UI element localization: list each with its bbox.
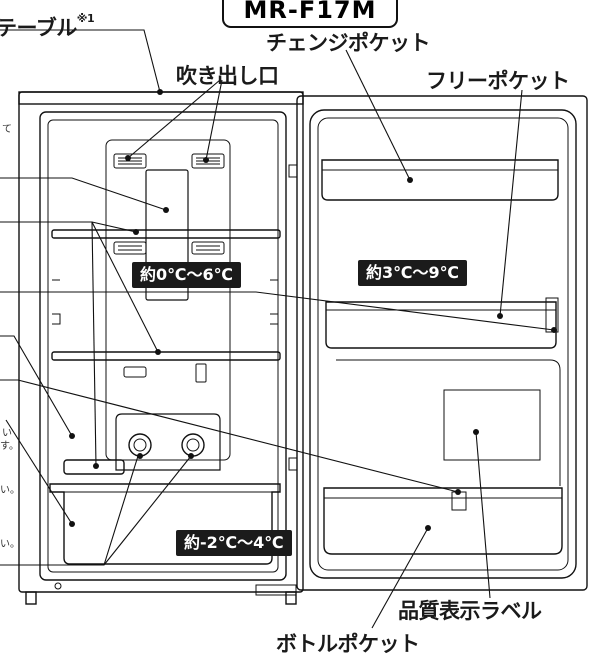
label-bottle-pocket: ボトルポケット bbox=[276, 632, 420, 656]
leader-vent-right bbox=[205, 79, 223, 161]
cabinet-inner bbox=[39, 111, 287, 581]
leader-bottle-pocket bbox=[371, 527, 429, 629]
door-outline bbox=[296, 95, 588, 591]
shelf-middle bbox=[51, 351, 281, 361]
temp-badge-upper: 約0℃〜6℃ bbox=[132, 262, 242, 288]
temp-badge-lower: 約-2℃〜4℃ bbox=[176, 530, 292, 556]
shelf-upper bbox=[51, 229, 281, 239]
model-name: MR-F17M bbox=[243, 0, 377, 24]
bottom-drawer bbox=[49, 483, 281, 565]
chilled-tray-handle bbox=[63, 459, 125, 475]
cabinet-outline bbox=[18, 91, 304, 593]
vent-lower-left bbox=[113, 241, 147, 255]
change-pocket bbox=[321, 159, 559, 201]
leader-change-pocket bbox=[345, 49, 411, 181]
leader-left-1 bbox=[0, 177, 167, 211]
leader-left-3 bbox=[0, 291, 555, 331]
model-name-box: MR-F17M bbox=[222, 0, 398, 28]
dial-left bbox=[128, 433, 152, 457]
left-text-fragment-5: い。 bbox=[0, 539, 20, 550]
leader-left-5 bbox=[0, 379, 459, 493]
leader-left-4 bbox=[0, 335, 73, 437]
leader-free-pocket bbox=[499, 89, 523, 317]
foot-right bbox=[285, 591, 297, 605]
left-text-fragment-1: て bbox=[2, 124, 12, 135]
dial-right bbox=[181, 433, 205, 457]
label-free-pocket: フリーポケット bbox=[426, 69, 570, 93]
leader-left-7 bbox=[5, 419, 73, 525]
cabinet-liner bbox=[47, 119, 279, 573]
marker-dots bbox=[69, 89, 557, 531]
label-quality-label: 品質表示ラベル bbox=[398, 599, 542, 623]
label-table-wrap: テーブル※1 bbox=[0, 12, 95, 42]
middle-indicator bbox=[195, 363, 207, 383]
middle-vent bbox=[123, 366, 147, 378]
label-change-pocket: チェンジポケット bbox=[266, 31, 431, 55]
left-text-fragment-3: す。 bbox=[0, 441, 19, 452]
label-table: テーブル bbox=[0, 16, 77, 40]
back-panel bbox=[105, 139, 231, 461]
leader-quality-label bbox=[475, 431, 491, 599]
vent-lower-right bbox=[191, 241, 225, 255]
foot-left bbox=[25, 591, 37, 605]
leader-vent-left bbox=[127, 79, 221, 159]
label-table-note: ※1 bbox=[76, 12, 95, 25]
free-pocket bbox=[325, 301, 557, 349]
bottle-pocket bbox=[323, 487, 563, 555]
label-vent: 吹き出し口 bbox=[176, 64, 279, 88]
left-text-fragment-2: い bbox=[2, 428, 12, 439]
quality-label-area bbox=[443, 389, 541, 461]
left-text-fragment-4: い。 bbox=[0, 485, 20, 496]
door-inner bbox=[309, 109, 577, 579]
temp-badge-door: 約3℃〜9℃ bbox=[358, 260, 468, 286]
control-housing bbox=[115, 413, 221, 471]
duct-cover bbox=[145, 169, 189, 301]
leader-table bbox=[0, 29, 161, 93]
